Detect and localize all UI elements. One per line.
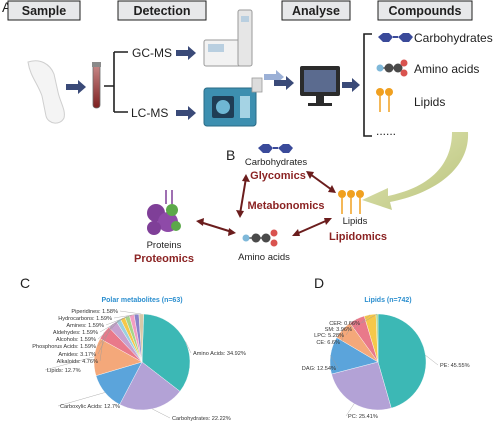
pie-label-aldehydes: Aldehydes: 1.59% xyxy=(53,330,98,336)
pie-label-piperidines: Piperidines: 1.58% xyxy=(71,309,118,315)
pie-label-lipids: Lipids: 12.7% xyxy=(47,368,81,374)
pie-leader-line xyxy=(185,341,192,354)
lipid-molecule-icon xyxy=(376,88,393,112)
pie-leader-line xyxy=(330,355,339,369)
arrow-lc-to-instrument xyxy=(176,106,196,120)
pie-label-amines: Amines: 1.59% xyxy=(66,323,104,329)
compound-ellipsis: ...... xyxy=(376,124,396,138)
pie-leader-line xyxy=(361,313,378,324)
panel-b-letter: B xyxy=(226,147,235,163)
proteomics-label: Proteomics xyxy=(134,253,194,265)
pie-label-hydrocarbons: Hydrocarbons: 1.59% xyxy=(58,316,112,322)
arrow-instruments-to-computer xyxy=(274,76,294,90)
glycomics-label: Glycomics xyxy=(250,170,306,182)
b-lipids-label: Lipids xyxy=(343,216,368,227)
protein-structure-icon xyxy=(147,190,181,235)
pie-leader-line xyxy=(345,403,355,417)
pie-leader-line xyxy=(57,392,105,407)
b-carbohydrates-label: Carbohydrates xyxy=(245,157,308,168)
arrow-arm-to-tube xyxy=(66,80,86,94)
gc-ms-instrument-icon xyxy=(203,9,253,67)
lc-ms-instrument-icon xyxy=(203,77,263,127)
arrow-computer-to-compounds xyxy=(342,78,360,92)
pie-leader-line xyxy=(345,318,358,336)
pie-label-phosphorus-acids: Phosphorus Acids: 1.59% xyxy=(32,344,96,350)
panel-d-letter: D xyxy=(314,275,324,291)
header-detection-label: Detection xyxy=(134,4,191,18)
pie-leader-line xyxy=(97,324,113,355)
pie-label-ce: CE: 6.6% xyxy=(316,340,340,346)
arrow-gc-to-instrument xyxy=(176,46,196,60)
metabonomics-label: Metabonomics xyxy=(247,200,324,212)
b-proteins-label: Proteins xyxy=(147,240,182,251)
pie-leader-line xyxy=(44,356,95,371)
pie-label-sm: SM: 3.96% xyxy=(325,327,352,333)
lipid-molecule-icon-b xyxy=(338,190,364,214)
header-sample-label: Sample xyxy=(22,4,67,18)
pie-label-amino-acids: Amino Acids: 34.92% xyxy=(193,351,246,357)
compound-amino-acids: Amino acids xyxy=(414,62,479,76)
lipidomics-label: Lipidomics xyxy=(329,231,387,243)
pie-label-lpc: LPC: 5.28% xyxy=(314,333,344,339)
pie-leader-line xyxy=(152,408,171,419)
pie-c-title: Polar metabolites (n=63) xyxy=(101,297,182,304)
branch-lines xyxy=(104,51,128,113)
pie-leader-line xyxy=(341,329,343,343)
header-analyse-label: Analyse xyxy=(292,4,340,18)
pie-label-carboxylic-acids: Carboxylic Acids: 12.7% xyxy=(60,404,120,410)
pie-chart-polar-metabolites: Amino Acids: 34.92% Carbohydrates: 22.22%… xyxy=(32,309,246,422)
compound-carbohydrates: Carbohydrates xyxy=(414,31,493,45)
pie-label-cer: CER: 0.66% xyxy=(329,321,360,327)
arrow-amino-to-lipids xyxy=(292,218,332,236)
pie-label-amides: Amides: 3.17% xyxy=(58,352,96,358)
arrow-carb-to-lipids xyxy=(306,171,336,193)
arrow-carb-to-amino xyxy=(236,174,250,218)
panel-a-letter: A xyxy=(2,0,12,15)
header-compounds-label: Compounds xyxy=(389,4,462,18)
lc-ms-label: LC-MS xyxy=(131,106,168,120)
pie-slice-pc xyxy=(331,361,392,411)
blood-tube-icon xyxy=(92,62,101,109)
panel-c-letter: C xyxy=(20,275,30,291)
pie-label-carbohydrates: Carbohydrates: 22.22% xyxy=(172,416,231,422)
pie-leader-line xyxy=(119,310,142,315)
pie-label-alcohols: Alcohols: 1.59% xyxy=(56,337,96,343)
pie-leader-line xyxy=(113,314,137,319)
curved-arrow-to-panel-b xyxy=(362,132,469,210)
pie-leader-line xyxy=(99,316,128,333)
pie-d-title: Lipids (n=742) xyxy=(364,297,411,304)
pie-chart-lipids: PE: 45.55% PC: 25.41% DAG: 12.54% CE: 6.6%L… xyxy=(302,313,470,420)
gc-ms-label: GC-MS xyxy=(132,46,172,60)
pie-leader-line xyxy=(97,317,123,340)
pie-label-pe: PE: 45.55% xyxy=(440,363,470,369)
computer-monitor-icon xyxy=(300,66,340,106)
compounds-bracket xyxy=(363,33,372,137)
arrow-proteins-to-amino xyxy=(196,218,236,236)
amino-acid-molecule-icon xyxy=(376,59,408,77)
b-amino-acids-label: Amino acids xyxy=(238,252,290,263)
pie-slice-amino-acids xyxy=(141,313,191,392)
compound-lipids: Lipids xyxy=(414,95,445,109)
pie-leader-line xyxy=(105,314,132,326)
pie-label-pc: PC: 25.41% xyxy=(348,414,378,420)
pie-label-alkaloids: Alkaloids: 4.76% xyxy=(57,359,98,365)
pie-leader-line xyxy=(99,332,105,362)
header-analyse: Analyse xyxy=(281,0,351,21)
header-detection: Detection xyxy=(117,0,207,21)
pie-leader-line xyxy=(353,314,371,330)
arm-illustration xyxy=(27,60,65,124)
carbohydrate-molecule-icon-b xyxy=(258,144,293,153)
header-compounds: Compounds xyxy=(377,0,473,21)
pie-label-dag: DAG: 12.54% xyxy=(302,366,336,372)
pie-leader-line xyxy=(425,355,439,366)
carbohydrate-molecule-icon xyxy=(378,33,413,42)
amino-acid-molecule-icon-b xyxy=(242,229,278,247)
header-sample: Sample xyxy=(7,0,81,21)
